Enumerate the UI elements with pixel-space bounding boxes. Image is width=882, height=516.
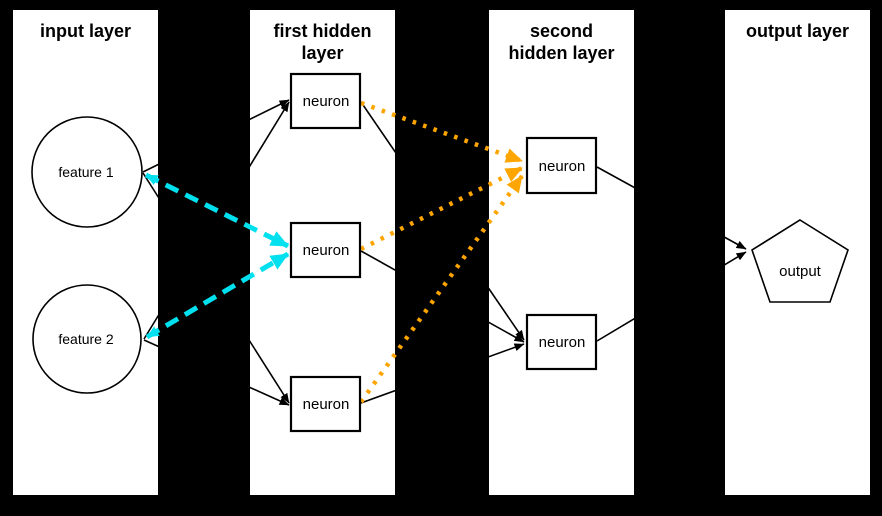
- node-feature-2: [32, 284, 142, 394]
- edge-h2n2-to-output: [596, 251, 747, 342]
- edge-h1n3-to-h2n1-highlight: [359, 174, 524, 404]
- node-hidden1-neuron-2: [289, 221, 362, 279]
- edge-feature2-to-h1n3: [143, 339, 290, 406]
- label-hidden2-neuron-2: neuron: [539, 334, 586, 351]
- node-hidden2-neuron-1: [525, 136, 598, 195]
- label-feature-1: feature 1: [58, 164, 113, 180]
- edge-h1n2-to-h2n1-highlight: [359, 165, 524, 252]
- label-hidden1-neuron-3: neuron: [303, 396, 350, 413]
- node-output: [751, 219, 849, 303]
- edges-dotted-orange: [359, 100, 524, 404]
- title-first-hidden-line1: first hidden: [274, 21, 372, 41]
- edge-h1n2-to-h2n2: [360, 250, 525, 343]
- edge-feature1-to-h1n1: [142, 99, 290, 173]
- label-hidden2-neuron-1: neuron: [539, 158, 586, 175]
- title-first-hidden-line2: layer: [301, 43, 343, 63]
- edge-h1n3-to-h2n2: [360, 343, 525, 404]
- edge-h1n1-to-h2n2: [360, 101, 525, 341]
- edge-h2n1-to-output: [596, 166, 747, 250]
- title-output-layer: output layer: [746, 21, 849, 41]
- panel-second-hidden-layer: [489, 10, 634, 495]
- label-output: output: [779, 263, 822, 280]
- title-second-hidden-line1: second: [530, 21, 593, 41]
- node-hidden1-neuron-3: [289, 375, 362, 433]
- title-input-layer: input layer: [40, 21, 131, 41]
- edge-feature1-to-h1n2-highlight: [144, 172, 290, 249]
- label-hidden1-neuron-1: neuron: [303, 93, 350, 110]
- title-second-hidden-line2: hidden layer: [508, 43, 614, 63]
- edge-feature2-to-h1n2-highlight: [145, 251, 290, 340]
- node-hidden1-neuron-1: [289, 72, 362, 130]
- edges-dashed-cyan: [144, 172, 290, 340]
- panel-input-layer: [13, 10, 158, 495]
- label-hidden1-neuron-2: neuron: [303, 242, 350, 259]
- node-hidden2-neuron-2: [525, 313, 598, 371]
- label-feature-2: feature 2: [58, 331, 113, 347]
- node-feature-1: [31, 116, 143, 228]
